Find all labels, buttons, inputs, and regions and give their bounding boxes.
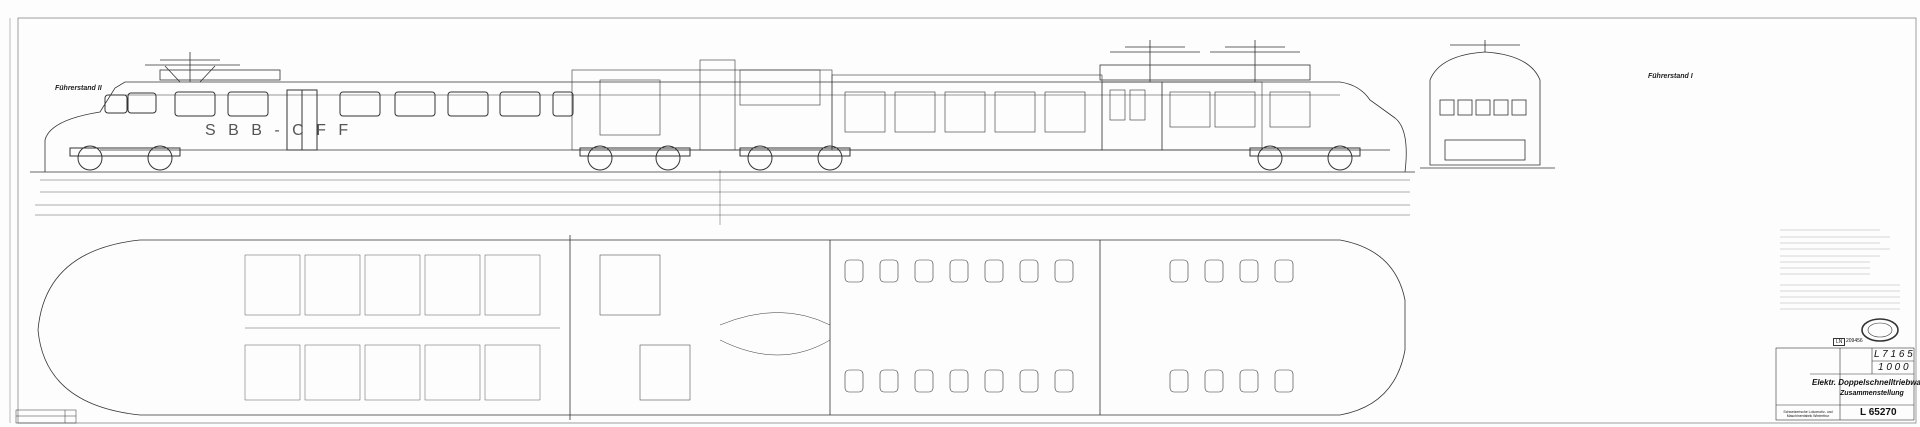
cab-label-left: Führerstand II <box>55 85 102 92</box>
ln-label: LN <box>1833 338 1846 346</box>
dimension-lines <box>35 170 1410 225</box>
cutaway-section <box>571 59 1311 151</box>
manufacturer: Schweizerische Lokomotiv- und Maschinenf… <box>1783 410 1833 418</box>
seat-grid-left <box>244 254 541 401</box>
side-windows <box>104 89 574 151</box>
legend-table-left <box>15 409 77 424</box>
side-elevation <box>30 40 1415 173</box>
cab-label-right: Führerstand I <box>1648 73 1693 80</box>
plan-view <box>37 235 1406 420</box>
drawing-number: L 7 1 6 5 <box>1874 349 1913 360</box>
end-view <box>1420 40 1555 169</box>
sheet-number: L 65270 <box>1860 407 1897 418</box>
drawing-subtitle: Zusammenstellung <box>1840 390 1904 397</box>
drawing-title: Elektr. Doppelschnelltriebwagen <box>1812 378 1920 387</box>
ln-number: 209456 <box>1846 338 1863 344</box>
sheet-frame <box>17 17 1917 424</box>
bogies <box>69 145 1361 171</box>
title-block-frame <box>1775 347 1915 421</box>
scale: 1 0 0 0 <box>1878 362 1909 373</box>
approval-stamp <box>1861 318 1899 342</box>
livery-lettering: S B B - C F F <box>205 122 353 139</box>
spec-table <box>1780 229 1900 310</box>
seat-grid-right <box>844 259 1294 393</box>
